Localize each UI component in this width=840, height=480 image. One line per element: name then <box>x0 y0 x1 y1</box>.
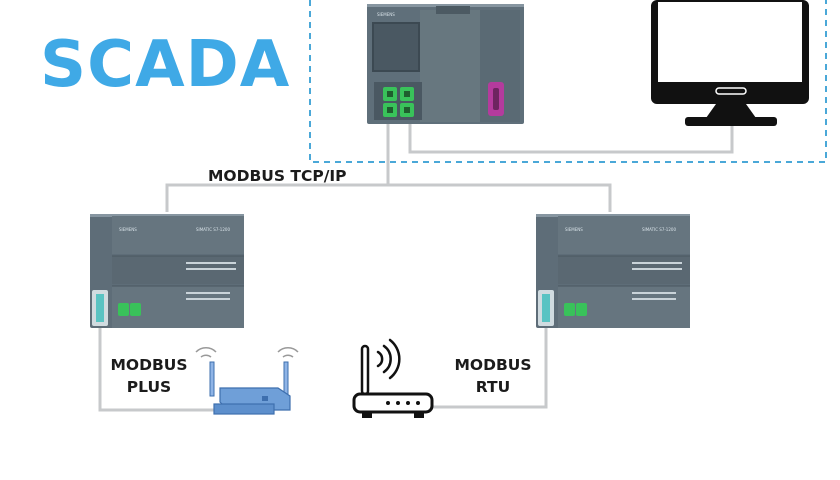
ethernet-port-icon <box>576 303 587 316</box>
main-plc: SIEMENS <box>367 4 524 124</box>
left-plc-model: SIMATIC S7-1200 <box>196 227 230 232</box>
modbus-tcp-label: MODBUS TCP/IP <box>208 167 347 185</box>
right-plc-brand: SIEMENS <box>565 227 583 232</box>
page-title: SCADA <box>40 28 291 102</box>
modbus-rtu-wire <box>432 322 548 409</box>
modbus-rtu-line2: RTU <box>475 378 511 396</box>
ethernet-port-icon <box>130 303 141 316</box>
right-plc: SIEMENS SIMATIC S7-1200 <box>536 214 690 328</box>
ethernet-port-icon <box>564 303 575 316</box>
right-plc-model: SIMATIC S7-1200 <box>642 227 676 232</box>
main-plc-brand: SIEMENS <box>377 12 395 17</box>
tcp-bus-wire <box>165 122 612 212</box>
wireless-modem-icon <box>195 347 299 415</box>
scada-boundary <box>309 0 827 163</box>
modbus-rtu-label: MODBUS RTU <box>448 354 538 398</box>
modbus-plus-line1: MODBUS <box>110 356 188 374</box>
network-wires <box>98 122 734 412</box>
modbus-plus-label: MODBUS PLUS <box>104 354 194 398</box>
router-icon <box>352 338 434 418</box>
modbus-rtu-line1: MODBUS <box>454 356 532 374</box>
modbus-plus-line2: PLUS <box>126 378 172 396</box>
left-plc-brand: SIEMENS <box>119 227 137 232</box>
monitor-icon <box>651 0 809 126</box>
modbus-plus-wire <box>98 320 218 412</box>
scada-monitor-wire <box>408 122 734 154</box>
left-plc: SIEMENS SIMATIC S7-1200 <box>90 214 244 328</box>
ethernet-port-icon <box>118 303 129 316</box>
